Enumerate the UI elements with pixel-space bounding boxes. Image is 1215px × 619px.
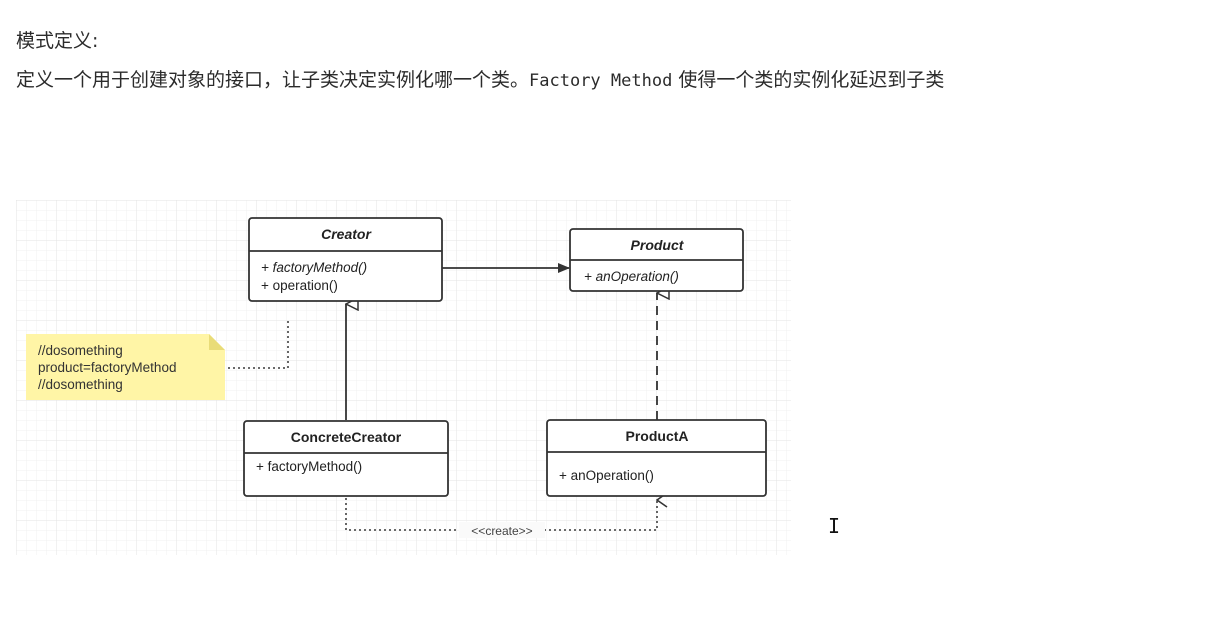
class-concrete-creator: ConcreteCreator + factoryMethod(): [243, 420, 449, 497]
note: //dosomething product=factoryMethod //do…: [26, 334, 225, 400]
note-line-2: product=factoryMethod: [38, 360, 176, 375]
creator-box: [248, 217, 443, 302]
concrete-creator-op-1: + factoryMethod(): [256, 459, 362, 474]
definition-text-part2: 使得一个类的实例化延迟到子类: [672, 69, 945, 91]
creator-op-1: + factoryMethod(): [261, 260, 367, 275]
definition-code: Factory Method: [529, 71, 673, 91]
note-body: [26, 334, 225, 400]
concrete-creator-box: [243, 420, 449, 497]
creator-name: Creator: [321, 226, 372, 242]
create-label: <<create>>: [471, 524, 532, 538]
note-fold: [209, 334, 225, 350]
class-product: Product + anOperation(): [569, 228, 744, 292]
product-name: Product: [631, 237, 685, 253]
uml-class-diagram: <<create>> //dosomething product=factory…: [16, 200, 791, 555]
create-dependency: [345, 498, 657, 531]
create-label-bg: [459, 522, 545, 538]
note-connector: [228, 320, 289, 369]
product-a-op-1: + anOperation(): [559, 468, 654, 483]
concrete-creator-name: ConcreteCreator: [291, 429, 402, 445]
class-creator: Creator + factoryMethod() + operation(): [248, 217, 443, 302]
definition-text-part1: 定义一个用于创建对象的接口，让子类决定实例化哪一个类。: [16, 69, 530, 91]
class-product-a: ProductA + anOperation(): [546, 419, 767, 497]
text-cursor-icon: I: [828, 514, 841, 538]
product-op-1: + anOperation(): [584, 269, 679, 284]
section-heading: 模式定义:: [16, 30, 99, 52]
product-a-box: [546, 419, 767, 497]
note-line-1: //dosomething: [38, 343, 123, 358]
product-a-name: ProductA: [626, 428, 689, 444]
uml-diagram-canvas: <<create>> //dosomething product=factory…: [16, 200, 791, 555]
creator-op-2: + operation(): [261, 278, 338, 293]
note-line-3: //dosomething: [38, 377, 123, 392]
pattern-definition: 定义一个用于创建对象的接口，让子类决定实例化哪一个类。Factory Metho…: [16, 66, 944, 95]
